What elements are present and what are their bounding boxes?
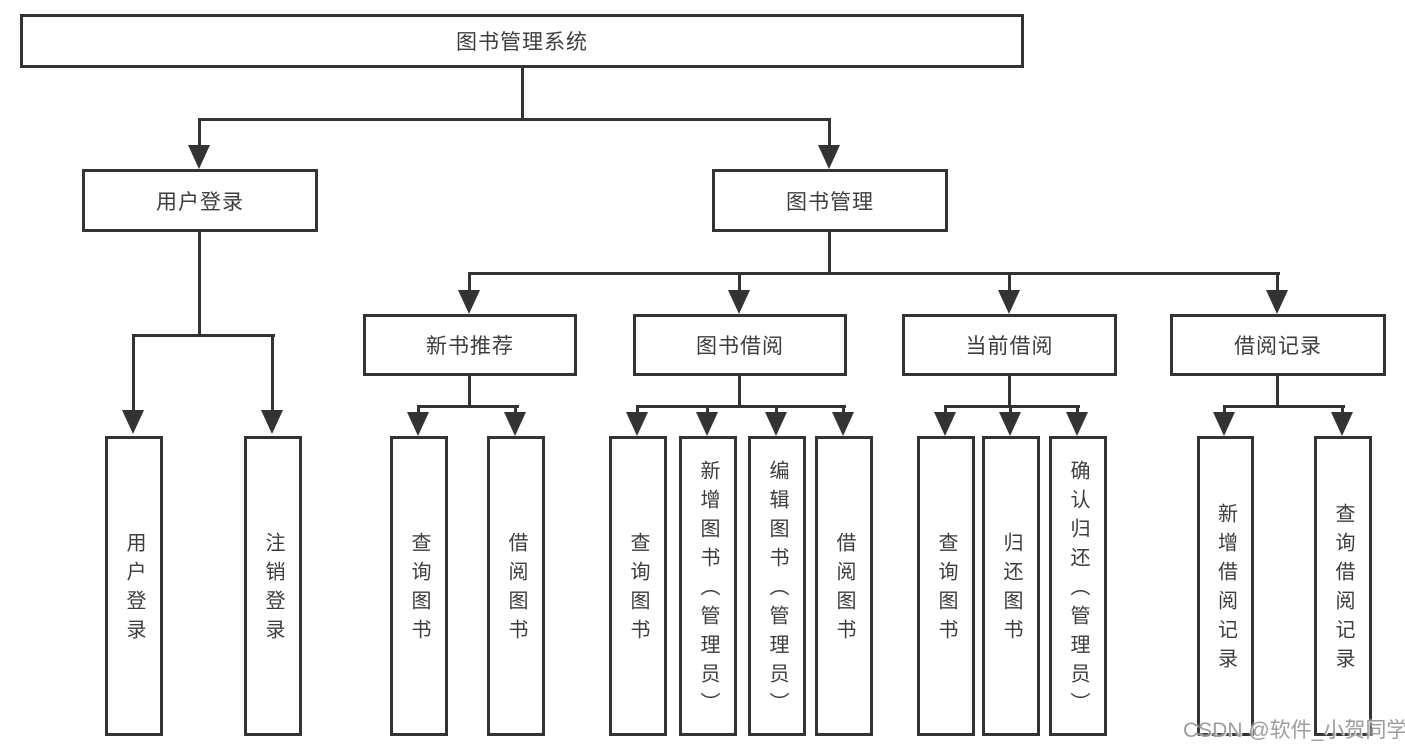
arrow-down-icon xyxy=(458,272,480,314)
leaf-logout: 注销登录 xyxy=(244,436,302,736)
leaf-borrow-books-recommend: 借阅图书 xyxy=(487,436,545,736)
node-new-book-recommendation: 新书推荐 xyxy=(363,314,577,376)
arrow-down-icon xyxy=(407,405,429,436)
leaf-edit-books-admin: 编辑图书（管理员） xyxy=(748,436,806,736)
node-current-borrowing: 当前借阅 xyxy=(902,314,1117,376)
node-borrowing-records: 借阅记录 xyxy=(1170,314,1386,376)
csdn-watermark: CSDN @软件_小贺同学 xyxy=(1183,719,1405,742)
leaf-return-books: 归还图书 xyxy=(982,436,1040,736)
connector-line xyxy=(470,272,1280,275)
arrow-down-icon xyxy=(728,272,750,314)
connector-line xyxy=(638,405,846,408)
connector-line xyxy=(468,376,471,408)
arrow-down-icon xyxy=(1266,272,1288,314)
arrow-down-icon xyxy=(818,118,840,169)
arrow-down-icon xyxy=(765,405,787,436)
leaf-query-borrow-record: 查询借阅记录 xyxy=(1314,436,1372,736)
leaf-add-books-admin: 新增图书（管理员） xyxy=(679,436,737,736)
connector-line xyxy=(1008,376,1011,408)
connector-line xyxy=(946,405,1080,408)
arrow-down-icon xyxy=(934,405,956,436)
leaf-borrow-books: 借阅图书 xyxy=(815,436,873,736)
arrow-down-icon xyxy=(832,405,854,436)
arrow-down-icon xyxy=(998,272,1020,314)
arrow-down-icon xyxy=(626,405,648,436)
connector-line xyxy=(134,334,275,337)
arrow-down-icon xyxy=(1331,405,1353,436)
leaf-add-borrow-record: 新增借阅记录 xyxy=(1197,436,1254,736)
leaf-query-books-recommend: 查询图书 xyxy=(390,436,448,736)
arrow-down-icon xyxy=(1066,405,1088,436)
arrow-down-icon xyxy=(188,118,210,169)
arrow-down-icon xyxy=(1213,405,1235,436)
arrow-down-icon xyxy=(504,405,526,436)
arrow-down-icon xyxy=(696,405,718,436)
connector-line xyxy=(419,405,519,408)
connector-line xyxy=(738,376,741,408)
node-library-management-system: 图书管理系统 xyxy=(20,14,1024,68)
connector-line xyxy=(521,68,524,121)
leaf-query-books-current: 查询图书 xyxy=(917,436,975,736)
connector-line xyxy=(199,118,831,121)
node-book-borrowing: 图书借阅 xyxy=(633,314,847,376)
connector-line xyxy=(828,232,831,275)
arrow-down-icon xyxy=(261,334,283,434)
leaf-confirm-return-admin: 确认归还（管理员） xyxy=(1049,436,1107,736)
arrow-down-icon xyxy=(999,405,1021,436)
connector-line xyxy=(1225,405,1345,408)
arrow-down-icon xyxy=(122,334,144,434)
leaf-query-books-borrow: 查询图书 xyxy=(609,436,667,736)
node-book-management: 图书管理 xyxy=(712,169,948,232)
connector-line xyxy=(1276,376,1279,408)
node-user-login: 用户登录 xyxy=(82,169,318,232)
connector-line xyxy=(198,232,201,337)
leaf-user-login: 用户登录 xyxy=(105,436,163,736)
